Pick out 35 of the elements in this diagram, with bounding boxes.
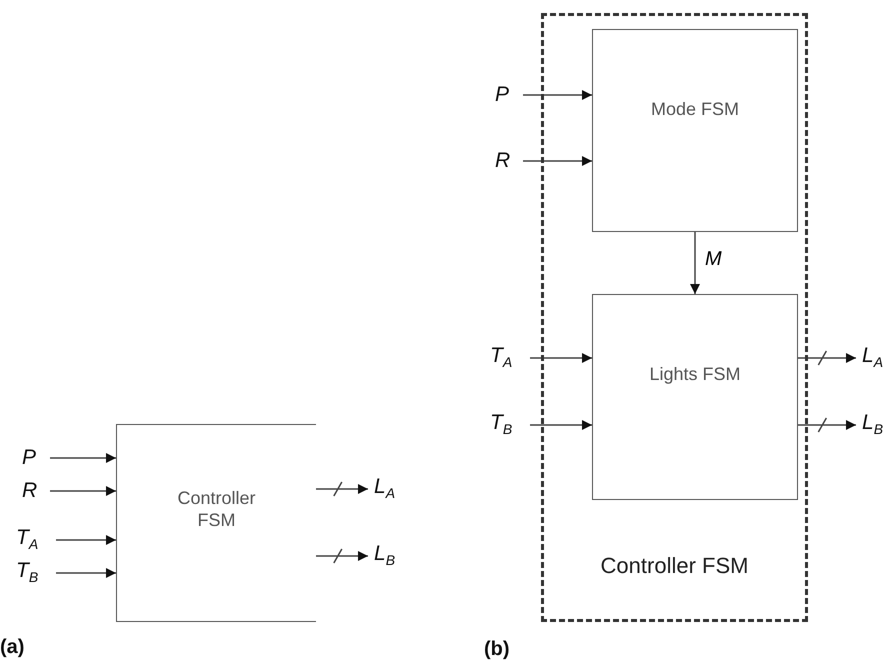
signal-label: R	[22, 479, 42, 503]
signal-label: L$_{B}$	[374, 542, 410, 570]
signal-label: R	[495, 149, 515, 173]
box-label: Controller FSM	[176, 487, 257, 531]
signal-label: T$_{A}$	[16, 526, 48, 554]
arrow	[50, 453, 116, 463]
bus-arrow	[315, 548, 369, 564]
box-label: Controller FSM	[600, 552, 750, 579]
fsm-box	[592, 29, 798, 232]
signal-label: L$_{A}$	[374, 475, 410, 503]
arrow	[523, 156, 592, 166]
signal-label: T$_{B}$	[16, 559, 48, 587]
signal-label: L$_{B}$	[862, 411, 896, 439]
arrow	[530, 353, 592, 363]
signal-label: T$_{B}$	[490, 411, 522, 439]
arrow	[523, 90, 592, 100]
dashed-boundary-box	[541, 13, 808, 622]
signal-label: T$_{A}$	[490, 344, 522, 372]
signal-label: P	[22, 446, 42, 470]
fsm-box	[592, 294, 798, 500]
signal-label: L$_{A}$	[862, 344, 896, 372]
box-label: Lights FSM	[648, 363, 742, 385]
arrow	[530, 420, 592, 430]
box-label: Mode FSM	[650, 98, 740, 120]
bus-arrow	[797, 417, 857, 433]
signal-label: P	[495, 83, 515, 107]
arrow	[56, 535, 116, 545]
panel-label: (b)	[484, 638, 510, 661]
arrow	[56, 568, 116, 578]
fsm-box	[116, 424, 316, 622]
bus-arrow	[797, 350, 857, 366]
arrow	[50, 486, 116, 496]
bus-arrow	[315, 481, 369, 497]
arrow	[690, 232, 700, 294]
panel-label: (a)	[0, 636, 24, 659]
